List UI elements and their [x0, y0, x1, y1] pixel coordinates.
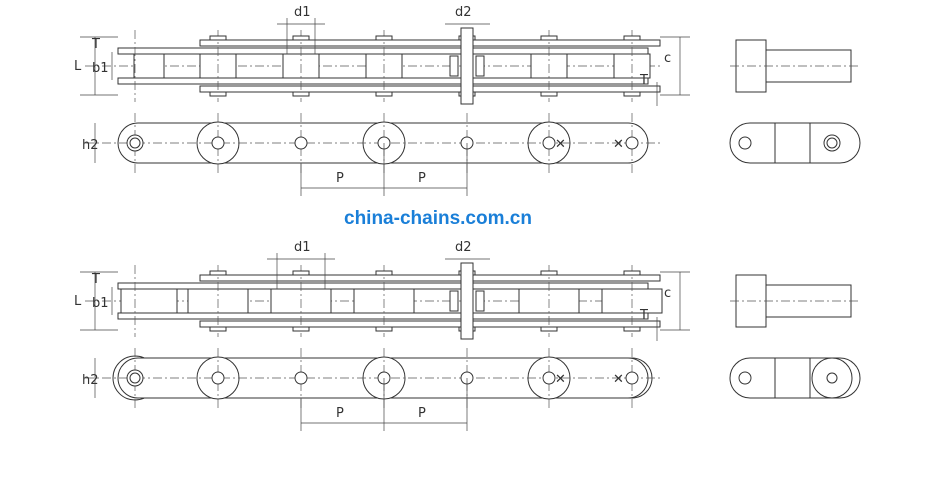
outer-plate-top	[199, 274, 661, 282]
end-pin-hole	[826, 137, 838, 149]
section-hatch	[475, 290, 485, 312]
label-P1: P	[336, 171, 344, 186]
label-d1: d1	[294, 240, 311, 255]
pin-hole	[542, 371, 556, 385]
inner-plate-bottom	[117, 312, 649, 320]
end-side-block	[774, 357, 811, 399]
pin-hole	[625, 371, 639, 385]
pin-head	[375, 91, 393, 97]
label-c: c	[664, 51, 671, 66]
pin-head	[375, 35, 393, 41]
label-h2: h2	[82, 373, 99, 388]
outer-plate-top	[199, 39, 661, 47]
pin-head	[209, 270, 227, 276]
pin-hole	[294, 371, 308, 385]
pin-head	[540, 35, 558, 41]
pin-head	[375, 326, 393, 332]
label-P2: P	[418, 406, 426, 421]
end-pin-hole	[738, 371, 752, 385]
label-d2: d2	[455, 5, 472, 20]
cotter-pin-icon: ✕	[613, 137, 624, 152]
end-side-block	[774, 122, 811, 164]
outer-plate-bottom	[199, 320, 661, 328]
pin-hole-inner	[129, 372, 141, 384]
label-d2: d2	[455, 240, 472, 255]
inner-plate-top	[117, 282, 649, 290]
inner-plate-bottom	[117, 77, 649, 85]
pin-head	[209, 326, 227, 332]
pin-hole	[625, 136, 639, 150]
pin-head	[292, 35, 310, 41]
pin-head	[623, 326, 641, 332]
label-T-left: T	[91, 272, 100, 287]
pin-head	[375, 270, 393, 276]
section-hatch	[449, 55, 459, 77]
label-T-right: T	[639, 308, 648, 323]
pin-head	[623, 35, 641, 41]
end-pin-hole	[738, 136, 752, 150]
pin-head	[540, 326, 558, 332]
pin-head	[209, 35, 227, 41]
pin-head	[623, 91, 641, 97]
cotter-pin-icon: ✕	[555, 372, 566, 387]
label-h2: h2	[82, 138, 99, 153]
section-hatch	[449, 290, 459, 312]
label-L: L	[74, 294, 82, 309]
end-pin-hole	[826, 372, 838, 384]
pin-hole	[294, 136, 308, 150]
pin-head	[292, 326, 310, 332]
cotter-pin-icon: ✕	[555, 137, 566, 152]
label-P2: P	[418, 171, 426, 186]
label-P1: P	[336, 406, 344, 421]
label-T-left: T	[91, 37, 100, 52]
sectioned-pin	[460, 262, 474, 340]
pin-head	[292, 91, 310, 97]
label-c: c	[664, 286, 671, 301]
pin-head	[540, 270, 558, 276]
label-T-right: T	[639, 73, 648, 88]
sectioned-pin	[460, 27, 474, 105]
pin-head	[209, 91, 227, 97]
roller	[133, 53, 165, 79]
section-hatch	[475, 55, 485, 77]
pin-head	[623, 270, 641, 276]
pin-hole	[211, 371, 225, 385]
pin-head	[540, 91, 558, 97]
pin-head	[292, 270, 310, 276]
roller	[120, 288, 178, 314]
label-d1: d1	[294, 5, 311, 20]
pin-hole	[211, 136, 225, 150]
pin-hole-inner	[129, 137, 141, 149]
label-b1: b1	[92, 61, 109, 76]
inner-plate-top	[117, 47, 649, 55]
label-b1: b1	[92, 296, 109, 311]
outer-plate-bottom	[199, 85, 661, 93]
cotter-pin-icon: ✕	[613, 372, 624, 387]
label-L: L	[74, 59, 82, 74]
pin-hole	[542, 136, 556, 150]
watermark: china-chains.com.cn	[344, 208, 532, 229]
